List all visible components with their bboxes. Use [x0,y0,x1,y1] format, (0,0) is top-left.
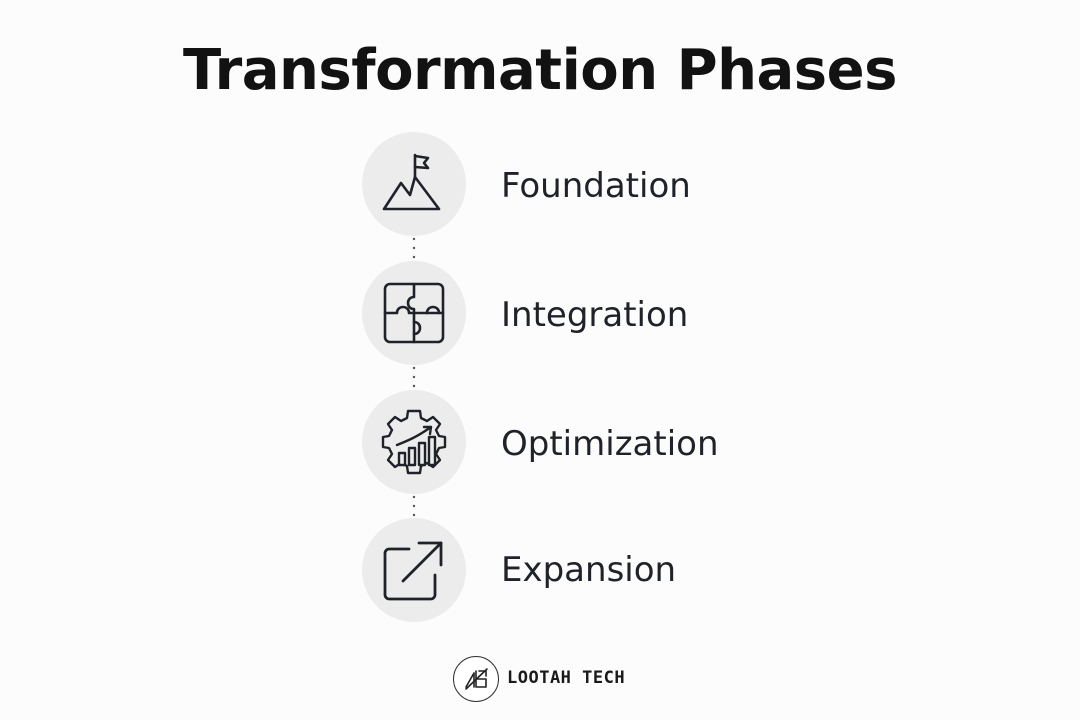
lootah-tech-logo-icon [453,656,499,702]
phase-icon-circle [362,518,466,622]
gear-growth-chart-icon [381,409,447,475]
mountain-flag-icon [382,153,441,211]
brand-name: LOOTAH TECH [507,668,626,688]
puzzle-icon [383,282,445,344]
phase-icon-circle [362,132,466,236]
phase-connector [412,366,416,388]
phase-icon-circle [362,390,466,494]
phase-label-optimization: Optimization [501,424,719,464]
phase-connector [412,495,416,517]
external-arrow-icon [383,541,443,601]
phase-label-foundation: Foundation [501,166,691,206]
page-title: Transformation Phases [183,38,897,103]
phase-icon-circle [362,261,466,365]
phase-label-expansion: Expansion [501,550,677,590]
phase-connector [412,237,416,259]
phase-label-integration: Integration [501,295,689,335]
